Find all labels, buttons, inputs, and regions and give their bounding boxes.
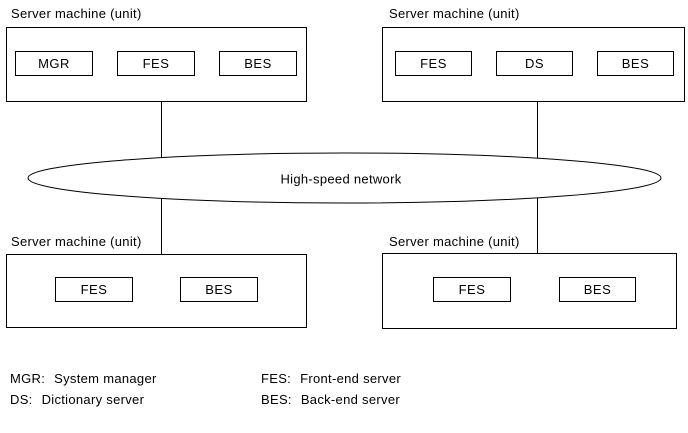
legend-item-bes: BES: Back-end server (261, 392, 400, 407)
server-label: BES (205, 282, 233, 297)
unit-box-bottom-right: FES BES (382, 253, 677, 329)
legend-item-fes: FES: Front-end server (261, 371, 401, 386)
network-label: High-speed network (280, 171, 402, 187)
unit-label-top-right: Server machine (unit) (389, 6, 520, 21)
server-label: BES (621, 56, 650, 71)
unit-label-top-left: Server machine (unit) (11, 6, 142, 21)
server-box-tr-ds: DS (496, 51, 573, 76)
server-label: DS (524, 56, 545, 71)
server-label: FES (142, 56, 170, 71)
legend-description: Back-end server (300, 392, 400, 407)
server-label: FES (458, 282, 486, 297)
legend-term: FES: (261, 371, 292, 386)
server-label: MGR (38, 56, 70, 71)
server-box-tr-bes: BES (597, 51, 674, 76)
server-label: FES (420, 56, 447, 71)
legend-item-mgr: MGR: System manager (10, 371, 157, 386)
legend-term: DS: (10, 392, 33, 407)
network-ellipse (27, 152, 662, 204)
legend-item-ds: DS: Dictionary server (10, 392, 144, 407)
unit-box-top-left: MGR FES BES (6, 27, 307, 102)
legend-term: MGR: (10, 371, 46, 386)
legend-description: Front-end server (300, 371, 401, 386)
unit-box-top-right: FES DS BES (382, 27, 685, 102)
legend-description: Dictionary server (41, 392, 145, 407)
server-box-bl-bes: BES (180, 277, 258, 302)
server-box-tl-fes: FES (117, 51, 195, 76)
server-label: BES (244, 56, 272, 71)
server-label: FES (80, 282, 108, 297)
legend-description: System manager (54, 371, 157, 386)
unit-box-bottom-left: FES BES (6, 254, 307, 328)
server-box-tl-mgr: MGR (15, 51, 93, 76)
unit-label-bottom-left: Server machine (unit) (11, 234, 142, 249)
server-box-br-fes: FES (433, 277, 511, 302)
server-box-br-bes: BES (559, 277, 636, 302)
server-box-bl-fes: FES (55, 277, 133, 302)
server-label: BES (583, 282, 612, 297)
server-box-tr-fes: FES (395, 51, 472, 76)
unit-label-bottom-right: Server machine (unit) (389, 234, 520, 249)
legend-term: BES: (261, 392, 292, 407)
server-box-tl-bes: BES (219, 51, 297, 76)
